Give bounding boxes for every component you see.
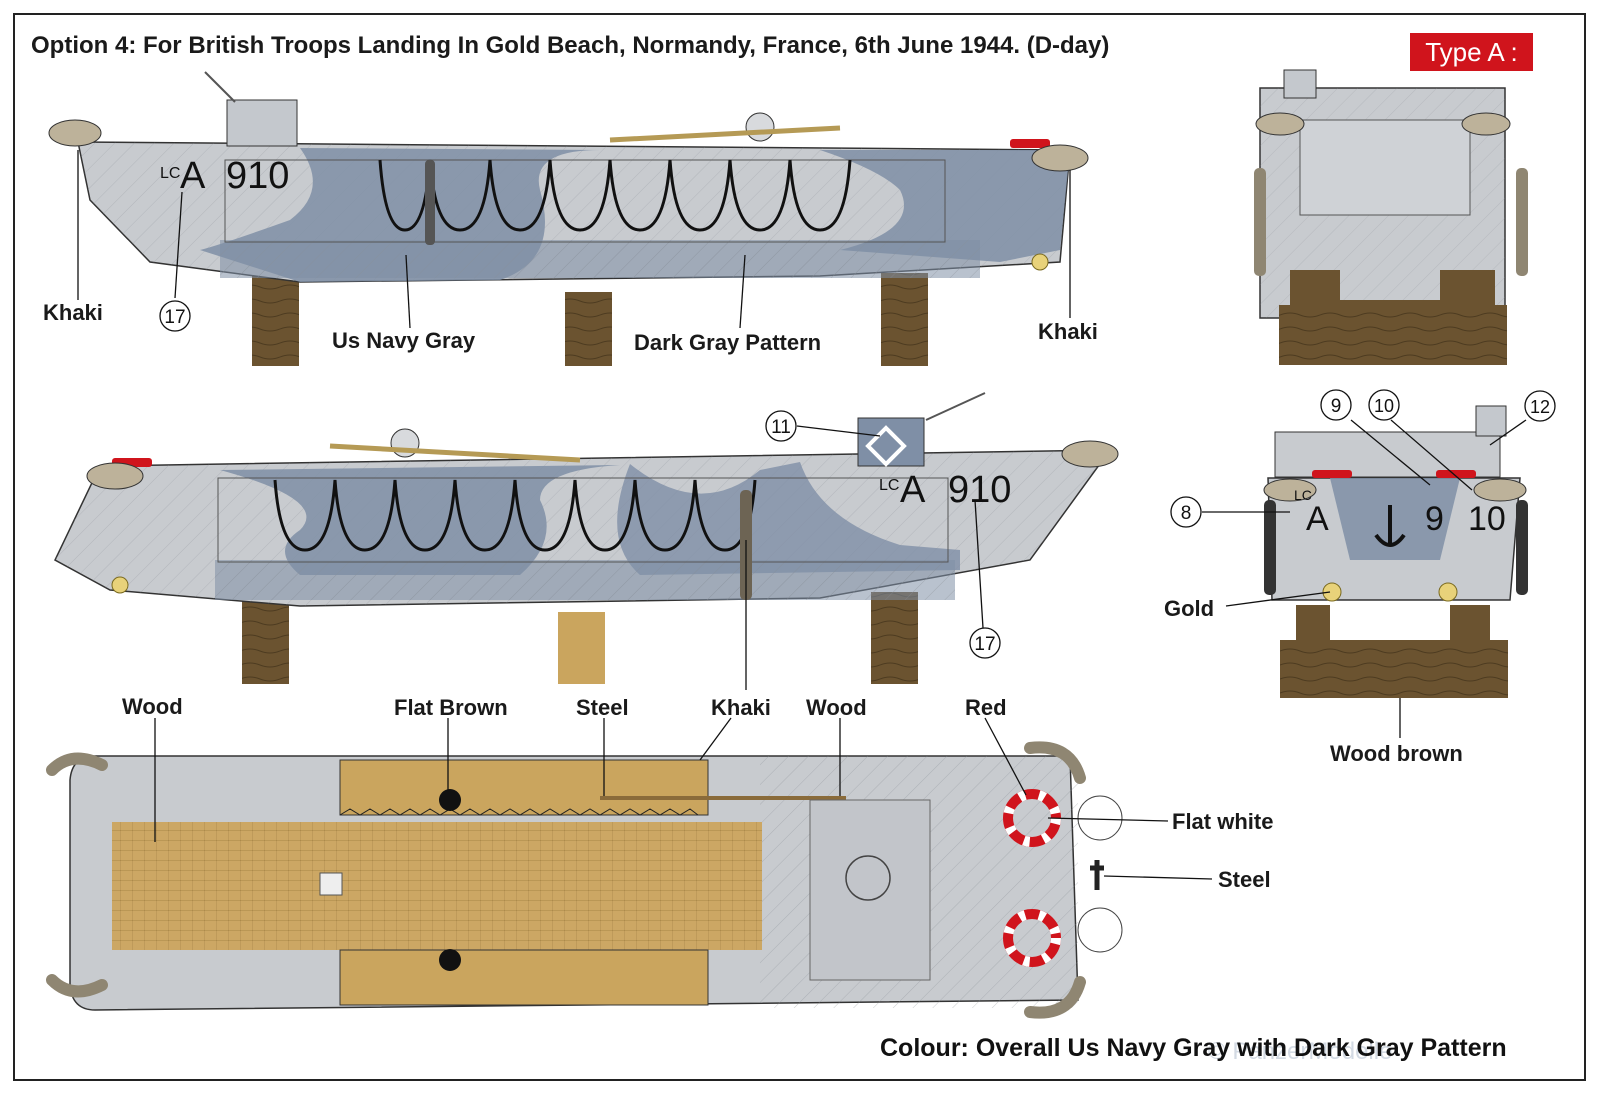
- stand-block: [881, 273, 928, 366]
- stand-block: [1280, 640, 1508, 698]
- label-khaki: Khaki: [711, 695, 771, 720]
- label-wood: Wood: [806, 695, 867, 720]
- side-view-starboard: LC A 910: [48, 71, 1089, 366]
- callout-17-top: 17: [159, 300, 191, 332]
- label-wood-brown: Wood brown: [1330, 741, 1463, 766]
- side-view-port: LC A 910: [54, 392, 1119, 684]
- callout-10: 10: [1368, 389, 1400, 421]
- top-view: [46, 741, 1123, 1019]
- stand-block: [565, 292, 612, 366]
- fender-khaki: [1024, 976, 1086, 1019]
- fender-khaki: [1031, 144, 1089, 172]
- stand-block: [1279, 305, 1507, 365]
- label-khaki: Khaki: [43, 300, 103, 325]
- fender-khaki: [1024, 741, 1086, 784]
- hull-prefix: LC: [160, 165, 180, 182]
- diamond-insignia: [865, 425, 907, 467]
- hull-number: 910: [948, 469, 1011, 511]
- stand-block: [242, 592, 289, 684]
- stand-block: [871, 592, 918, 684]
- stand-block: [558, 612, 605, 684]
- fender-khaki: [1061, 440, 1119, 468]
- leader-lines: [154, 717, 1213, 880]
- label-wood: Wood: [122, 694, 183, 719]
- front-view: [1254, 69, 1528, 365]
- fender-khaki: [86, 462, 144, 490]
- leader-lines: [1202, 419, 1527, 738]
- callout-9: 9: [1320, 389, 1352, 421]
- rear-view: LC A 9 10: [1263, 405, 1528, 698]
- type-badge: Type A :: [1410, 33, 1533, 71]
- label-gold: Gold: [1164, 596, 1215, 621]
- leader-lines: [77, 150, 1071, 329]
- page-title: Option 4: For British Troops Landing In …: [31, 32, 1110, 59]
- propeller-gold: [111, 576, 129, 594]
- hull-prefix: LC: [879, 477, 899, 494]
- label-flat-brown: Flat Brown: [394, 695, 508, 720]
- svg-text:17: 17: [164, 307, 185, 328]
- stern-mark-10: 10: [1468, 500, 1506, 538]
- svg-text:11: 11: [771, 417, 791, 438]
- leader-lines: [745, 425, 984, 690]
- svg-text:9: 9: [1331, 396, 1342, 417]
- label-steel: Steel: [576, 695, 629, 720]
- hull-letter: A: [900, 469, 926, 511]
- fender-khaki: [46, 752, 108, 776]
- callout-8: 8: [1170, 496, 1202, 528]
- stern-mark-9: 9: [1425, 500, 1444, 538]
- fender-khaki: [46, 974, 108, 998]
- hatch-wood: [339, 949, 709, 1006]
- label-flat-white: Flat white: [1172, 809, 1274, 834]
- hull-letter: A: [180, 155, 206, 197]
- label-us-navy-gray: Us Navy Gray: [332, 328, 476, 353]
- label-red: Red: [965, 695, 1007, 720]
- page-border: [13, 13, 1586, 1081]
- label-dark-gray-pattern: Dark Gray Pattern: [634, 330, 822, 355]
- svg-text:A: A: [1306, 500, 1329, 538]
- colour-caption: Colour: Overall Us Navy Gray with Dark G…: [880, 1034, 1507, 1062]
- callout-12: 12: [1524, 390, 1556, 422]
- life-ring: [1010, 139, 1050, 148]
- fender-khaki: [48, 119, 102, 147]
- svg-text:8: 8: [1181, 503, 1192, 524]
- wheelhouse: [226, 99, 298, 147]
- callout-17-mid: 17: [969, 627, 1001, 659]
- svg-text:LC: LC: [1294, 487, 1312, 503]
- svg-text:10: 10: [1374, 396, 1394, 416]
- propeller-gold: [1031, 253, 1049, 271]
- watermark: © PanzerModelle: [1208, 1038, 1393, 1065]
- hatch-wood: [339, 759, 709, 816]
- callout-11: 11: [765, 410, 797, 442]
- label-khaki: Khaki: [1038, 319, 1098, 344]
- svg-text:12: 12: [1530, 397, 1550, 417]
- hull-number: 910: [226, 155, 289, 197]
- label-steel: Steel: [1218, 867, 1271, 892]
- svg-text:17: 17: [974, 634, 995, 655]
